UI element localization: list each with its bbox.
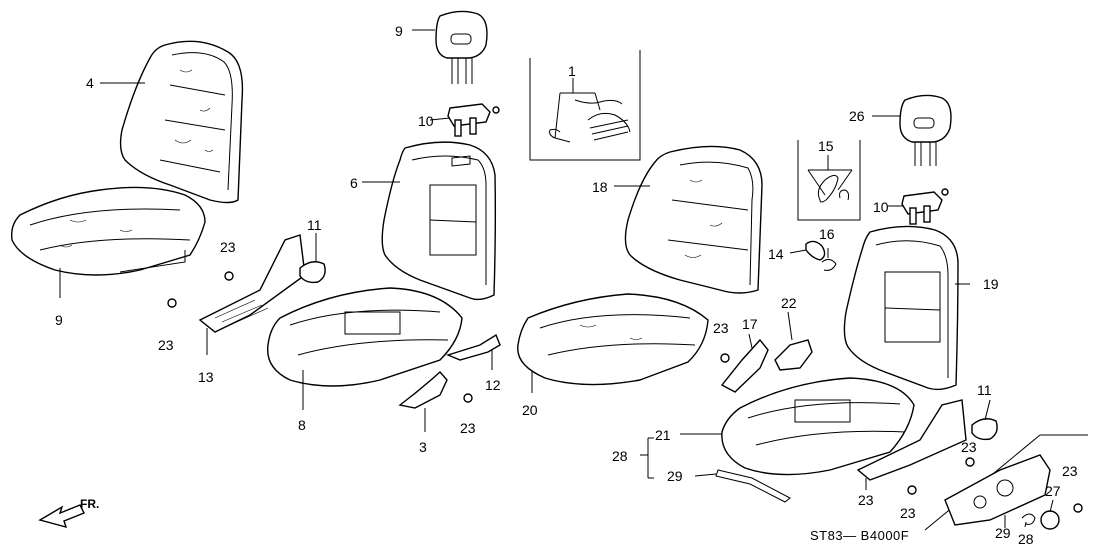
leader-lines (59, 29, 1054, 528)
spring-15 (821, 258, 837, 271)
headrest-left (435, 10, 488, 84)
fr-label: FR. (80, 497, 99, 511)
callout-18: 19 (983, 276, 999, 292)
callout-10-left: 11 (307, 217, 322, 233)
callout-29: 29 (995, 525, 1011, 541)
side-trim-12 (198, 234, 306, 333)
seat-cushion-left (10, 186, 206, 276)
bracket-panel-29 (924, 434, 1088, 531)
seat-cushion-right (517, 293, 709, 386)
front-direction-arrow: FR. (38, 497, 99, 529)
spring-kit-box (529, 50, 641, 161)
callout-11: 12 (485, 377, 501, 393)
callout-23-d: 23 (713, 320, 729, 336)
callout-15: 16 (819, 226, 835, 242)
seat-back-left (119, 40, 244, 204)
clip-26 (1021, 513, 1036, 525)
gear-25-icon (1040, 510, 1060, 530)
callout-4: 4 (86, 75, 94, 91)
callout-8: 9 (395, 23, 403, 39)
callout-28: 29 (667, 468, 683, 484)
bolt-icon (463, 393, 473, 403)
bolt-icon (907, 485, 917, 495)
callout-13: 14 (768, 246, 784, 262)
bolt-icon (965, 457, 975, 467)
knob-10-right (971, 418, 998, 441)
wire-28 (715, 469, 791, 503)
bracket-16 (720, 338, 769, 393)
callout-25: 27 (1045, 483, 1061, 499)
callout-24: 26 (849, 108, 865, 124)
callout-23-g: 23 (1062, 463, 1078, 479)
side-trim-22 (856, 399, 967, 481)
seat-back-middle (381, 141, 497, 301)
bolt-icon (224, 271, 234, 281)
callout-9-left: 10 (418, 113, 434, 129)
diagram-code: ST83— B4000F (810, 528, 909, 543)
callout-19: 20 (522, 402, 538, 418)
callout-22: 23 (858, 492, 874, 508)
seat-back-right (624, 145, 763, 294)
bolt-icon (167, 298, 177, 308)
seat-cushion-far-right (721, 377, 915, 476)
bolt-icon (1073, 503, 1083, 513)
callout-7: 8 (298, 417, 306, 433)
seat-back-far-right (843, 225, 959, 391)
callout-20: 21 (655, 427, 671, 443)
callout-27: 28 (612, 448, 628, 464)
callout-23-b: 23 (158, 337, 174, 353)
callout-12: 13 (198, 369, 214, 385)
callout-5: 6 (350, 175, 358, 191)
bolt-icon (720, 353, 730, 363)
callout-17: 18 (592, 179, 608, 195)
bracket-21 (774, 339, 813, 371)
clip-kit-box (797, 140, 861, 221)
callout-3: 3 (419, 439, 427, 455)
callout-10-right: 11 (977, 382, 992, 398)
callout-23-e: 23 (900, 505, 916, 521)
headrest-right (899, 94, 952, 166)
callout-6: 9 (55, 312, 63, 328)
callout-26: 28 (1018, 531, 1034, 547)
callout-9-right: 10 (873, 199, 889, 215)
callout-14: 15 (818, 138, 834, 154)
callout-23-f: 23 (961, 439, 977, 455)
callout-21: 22 (781, 295, 797, 311)
seat-cushion-middle (266, 287, 463, 387)
callout-1: 1 (568, 63, 576, 79)
knob-10-left (299, 261, 326, 284)
callout-23-a: 23 (220, 239, 236, 255)
bracket-3 (398, 371, 448, 409)
headrest-guide-left (447, 103, 500, 137)
bracket-11 (445, 333, 501, 361)
callout-16: 17 (742, 316, 758, 332)
callout-23-c: 23 (460, 420, 476, 436)
headrest-guide-right (901, 188, 949, 225)
clip-13 (805, 240, 826, 261)
